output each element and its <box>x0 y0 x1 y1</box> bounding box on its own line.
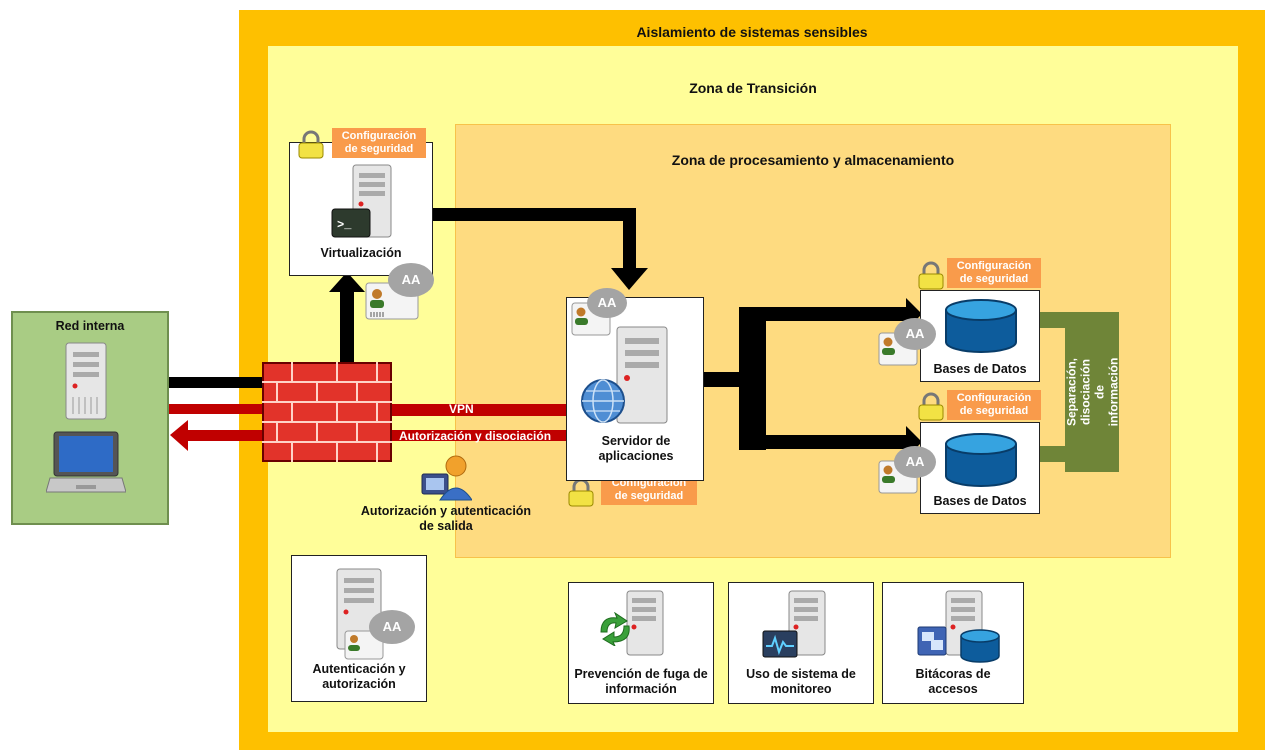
fw-to-virt-link <box>340 290 354 364</box>
laptop-icon <box>46 431 126 493</box>
server-icon <box>626 590 664 656</box>
aa-badge: AA <box>388 263 434 297</box>
logs-label: Bitácoras de accesos <box>915 667 991 696</box>
dlp-label: Prevención de fuga de información <box>574 667 708 696</box>
lan-to-fw-red <box>169 404 264 414</box>
lock-icon <box>298 130 324 159</box>
internal-network-label: Red interna <box>55 319 125 333</box>
virt-to-app-h <box>433 208 636 221</box>
transition-zone-title: Zona de Transición <box>689 80 817 96</box>
svg-text:>_: >_ <box>337 218 352 232</box>
database-icon <box>945 433 1017 487</box>
exit-auth-label: Autorización y autenticación de salida <box>360 504 532 533</box>
server-icon <box>616 326 668 424</box>
log-window-icon <box>917 626 947 656</box>
virt-to-app-arrowhead <box>611 268 648 290</box>
app-to-split <box>689 372 753 387</box>
terminal-icon: >_ <box>331 208 371 238</box>
outer-zone-title: Aislamiento de sistemas sensibles <box>636 24 868 40</box>
user-auth-icon <box>421 455 472 501</box>
vpn-label: VPN <box>449 402 474 416</box>
database-icon <box>945 299 1017 353</box>
lock-icon <box>918 392 944 421</box>
virt-to-app-v <box>623 208 636 272</box>
security-config-badge: Configuración de seguridad <box>332 128 426 158</box>
database-label-1: Bases de Datos <box>933 362 1027 376</box>
lock-icon <box>568 478 594 507</box>
vpn-arrow <box>390 404 570 416</box>
security-config-badge: Configuración de seguridad <box>947 390 1041 420</box>
server-icon <box>788 590 826 656</box>
lan-black-link <box>169 377 264 388</box>
virtualization-label: Virtualización <box>320 246 402 260</box>
aa-badge: AA <box>894 318 936 350</box>
firewall-icon <box>262 362 392 462</box>
lock-icon <box>918 261 944 290</box>
auth-disoc-label: Autorización y disociación <box>399 429 552 443</box>
database-icon <box>960 629 1000 663</box>
security-config-badge: Configuración de seguridad <box>947 258 1041 288</box>
to-db2-line <box>739 435 911 449</box>
database-label-2: Bases de Datos <box>933 494 1027 508</box>
split-trunk <box>739 310 766 450</box>
aa-badge: AA <box>587 288 627 318</box>
internal-server-icon <box>65 342 107 420</box>
return-arrowhead <box>170 420 188 451</box>
processing-zone-title: Zona de procesamiento y almacenamiento <box>671 152 955 168</box>
separation-label: Separación, disociación de información <box>1064 357 1121 427</box>
to-db1-line <box>739 307 911 321</box>
fw-to-virt-arrowhead <box>329 272 365 292</box>
globe-icon <box>581 379 625 423</box>
monitoring-label: Uso de sistema de monitoreo <box>746 667 856 696</box>
return-arrow-right <box>390 430 570 441</box>
monitor-icon <box>762 630 798 658</box>
authn-label: Autenticación y autorización <box>312 662 406 691</box>
aa-badge: AA <box>894 446 936 478</box>
return-arrow-left <box>186 430 266 441</box>
app-server-label: Servidor de aplicaciones <box>598 434 674 463</box>
recycle-icon <box>600 612 630 646</box>
aa-badge: AA <box>369 610 415 644</box>
separation-bar: Separación, disociación de información <box>1064 312 1121 472</box>
